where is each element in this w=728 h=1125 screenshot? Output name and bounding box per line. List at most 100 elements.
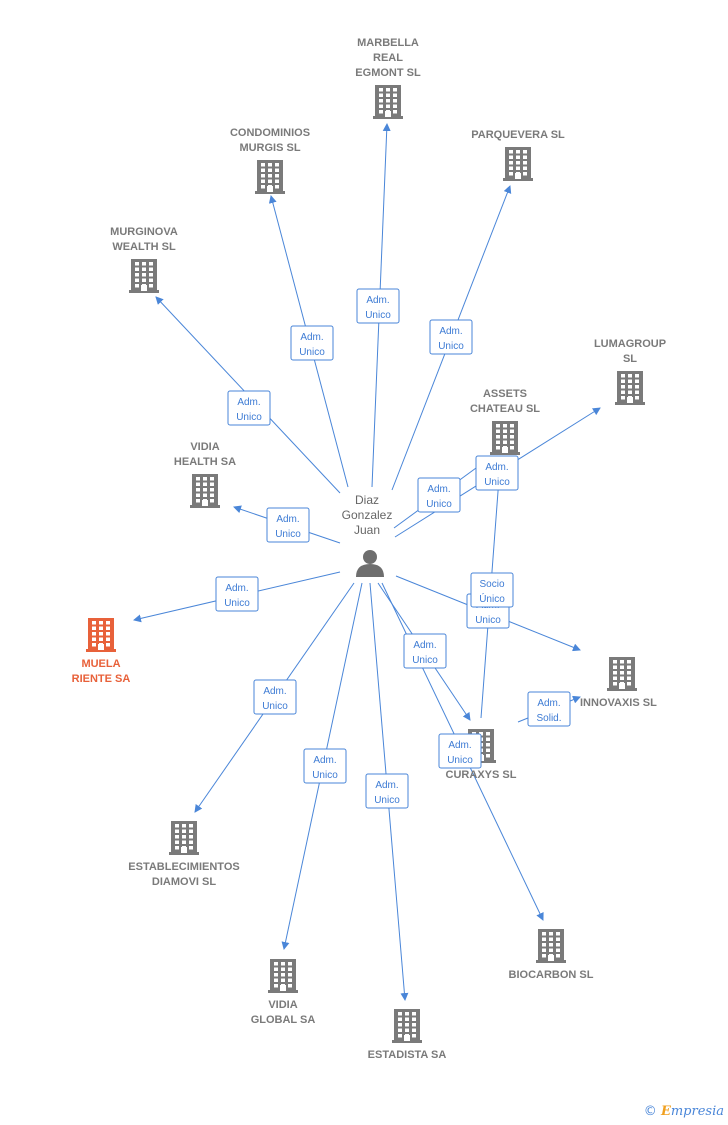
relation-label-assets[interactable]: Adm. Unico [417, 477, 461, 513]
company-label: ASSETS [483, 388, 527, 400]
relation-label-curaxys-adm[interactable]: Adm. Unico [403, 633, 447, 669]
company-nodes: MARBELLA REAL EGMONT SL CONDOMINIOS MURGIS S… [72, 37, 666, 1061]
company-label: ESTABLECIMIENTOS [128, 861, 239, 873]
relation-text: Unico [299, 347, 325, 358]
relation-text: Único [479, 592, 505, 605]
company-label: CHATEAU SL [470, 403, 540, 415]
relation-text: Unico [412, 655, 438, 666]
person-name-line: Gonzalez [342, 508, 393, 522]
relation-text: Adm. [537, 698, 560, 709]
company-label: MARBELLA [357, 37, 419, 49]
company-label: REAL [373, 52, 403, 64]
company-label: VIDIA [268, 999, 297, 1011]
company-label: HEALTH SA [174, 456, 236, 468]
relation-text: Adm. [439, 326, 462, 337]
relation-text: Unico [262, 701, 288, 712]
company-label: EGMONT SL [355, 67, 421, 79]
relation-text: Solid. [536, 713, 561, 724]
person-name-line: Diaz [355, 493, 379, 507]
relation-text: Unico [374, 795, 400, 806]
company-node-murginova[interactable]: MURGINOVA WEALTH SL [110, 226, 178, 293]
relation-text: Unico [447, 755, 473, 766]
relation-text: Unico [275, 529, 301, 540]
watermark: © Empresia [644, 1104, 724, 1119]
company-label: RIENTE SA [72, 673, 131, 685]
building-icon [86, 618, 116, 652]
company-label: MURGIS SL [239, 142, 300, 154]
relation-text: Unico [224, 598, 250, 609]
company-label: LUMAGROUP [594, 338, 666, 350]
company-label: BIOCARBON SL [509, 969, 594, 981]
person-name-line: Juan [354, 523, 380, 537]
building-icon [129, 259, 159, 293]
relation-label-condominios[interactable]: Adm.Unico [290, 325, 334, 361]
brand-name: mpresia [670, 1104, 724, 1119]
company-node-parquevera[interactable]: PARQUEVERA SL [471, 129, 565, 181]
building-icon [169, 821, 199, 855]
relation-text: Adm. [448, 740, 471, 751]
copyright-icon: © [643, 1104, 657, 1119]
building-icon [536, 929, 566, 963]
company-node-muela[interactable]: MUELA RIENTE SA [72, 618, 131, 685]
company-node-innovaxis[interactable]: INNOVAXIS SL [580, 657, 657, 709]
relation-label-parquevera[interactable]: Adm. Unico [429, 319, 473, 355]
company-node-condominios[interactable]: CONDOMINIOS MURGIS SL [230, 127, 310, 194]
relation-label-muela[interactable]: Adm. Unico [215, 576, 259, 612]
company-label: ESTADISTA SA [368, 1049, 447, 1061]
building-icon [607, 657, 637, 691]
building-icon [373, 85, 403, 119]
company-label: CURAXYS SL [446, 769, 517, 781]
relation-text: Unico [438, 341, 464, 352]
building-icon [392, 1009, 422, 1043]
relation-text: Adm. [413, 640, 436, 651]
relation-label-lumagroup[interactable]: Adm.Unico [475, 455, 519, 491]
relation-label-biocarbon[interactable]: Adm. Unico [438, 733, 482, 769]
relation-text: Adm. [427, 484, 450, 495]
relation-text: Unico [475, 615, 501, 626]
building-icon [190, 474, 220, 508]
relation-label-murginova[interactable]: Adm. Unico [227, 390, 271, 426]
relation-text: Unico [365, 310, 391, 321]
relation-text: Adm. [375, 780, 398, 791]
relation-label-vidiahealth[interactable]: Adm. Unico [266, 507, 310, 543]
relation-text: Unico [312, 770, 338, 781]
company-label: CONDOMINIOS [230, 127, 310, 139]
company-node-establecimientos[interactable]: ESTABLECIMIENTOS DIAMOVI SL [128, 821, 240, 888]
building-icon [503, 147, 533, 181]
company-node-biocarbon[interactable]: BIOCARBON SL [509, 929, 594, 981]
company-node-marbella[interactable]: MARBELLA REAL EGMONT SL [355, 37, 421, 119]
relation-label-establecimientos[interactable]: Adm.Unico [253, 679, 297, 715]
building-icon [268, 959, 298, 993]
relation-label-curaxys-innovaxis[interactable]: Adm. Solid. [527, 691, 571, 727]
relation-text: Unico [484, 477, 510, 488]
relation-text: Socio [479, 579, 504, 590]
company-label: SL [623, 353, 637, 365]
relation-text: Adm. [276, 514, 299, 525]
company-node-vidiahealth[interactable]: VIDIA HEALTH SA [174, 441, 236, 508]
company-label: INNOVAXIS SL [580, 697, 657, 709]
building-icon [255, 160, 285, 194]
company-node-lumagroup[interactable]: LUMAGROUP SL [594, 338, 666, 405]
company-label: WEALTH SL [112, 241, 176, 253]
relation-label-marbella[interactable]: Adm.Unico [356, 288, 400, 324]
relation-text: Adm. [237, 397, 260, 408]
company-label: MURGINOVA [110, 226, 178, 238]
building-icon [490, 421, 520, 455]
person-icon [356, 550, 384, 577]
company-node-estadista[interactable]: ESTADISTA SA [368, 1009, 447, 1061]
company-label: PARQUEVERA SL [471, 129, 565, 141]
relation-label-vidiaglobal[interactable]: Adm.Unico [303, 748, 347, 784]
company-label: DIAMOVI SL [152, 876, 216, 888]
company-label: VIDIA [190, 441, 219, 453]
relation-text: Adm. [225, 583, 248, 594]
company-label: MUELA [81, 658, 120, 670]
relation-label-estadista[interactable]: Adm. Unico [365, 773, 409, 809]
relation-text: Unico [236, 412, 262, 423]
relation-text: Unico [426, 499, 452, 510]
brand-initial: E [660, 1104, 671, 1119]
company-node-assets[interactable]: ASSETS CHATEAU SL [470, 388, 540, 455]
